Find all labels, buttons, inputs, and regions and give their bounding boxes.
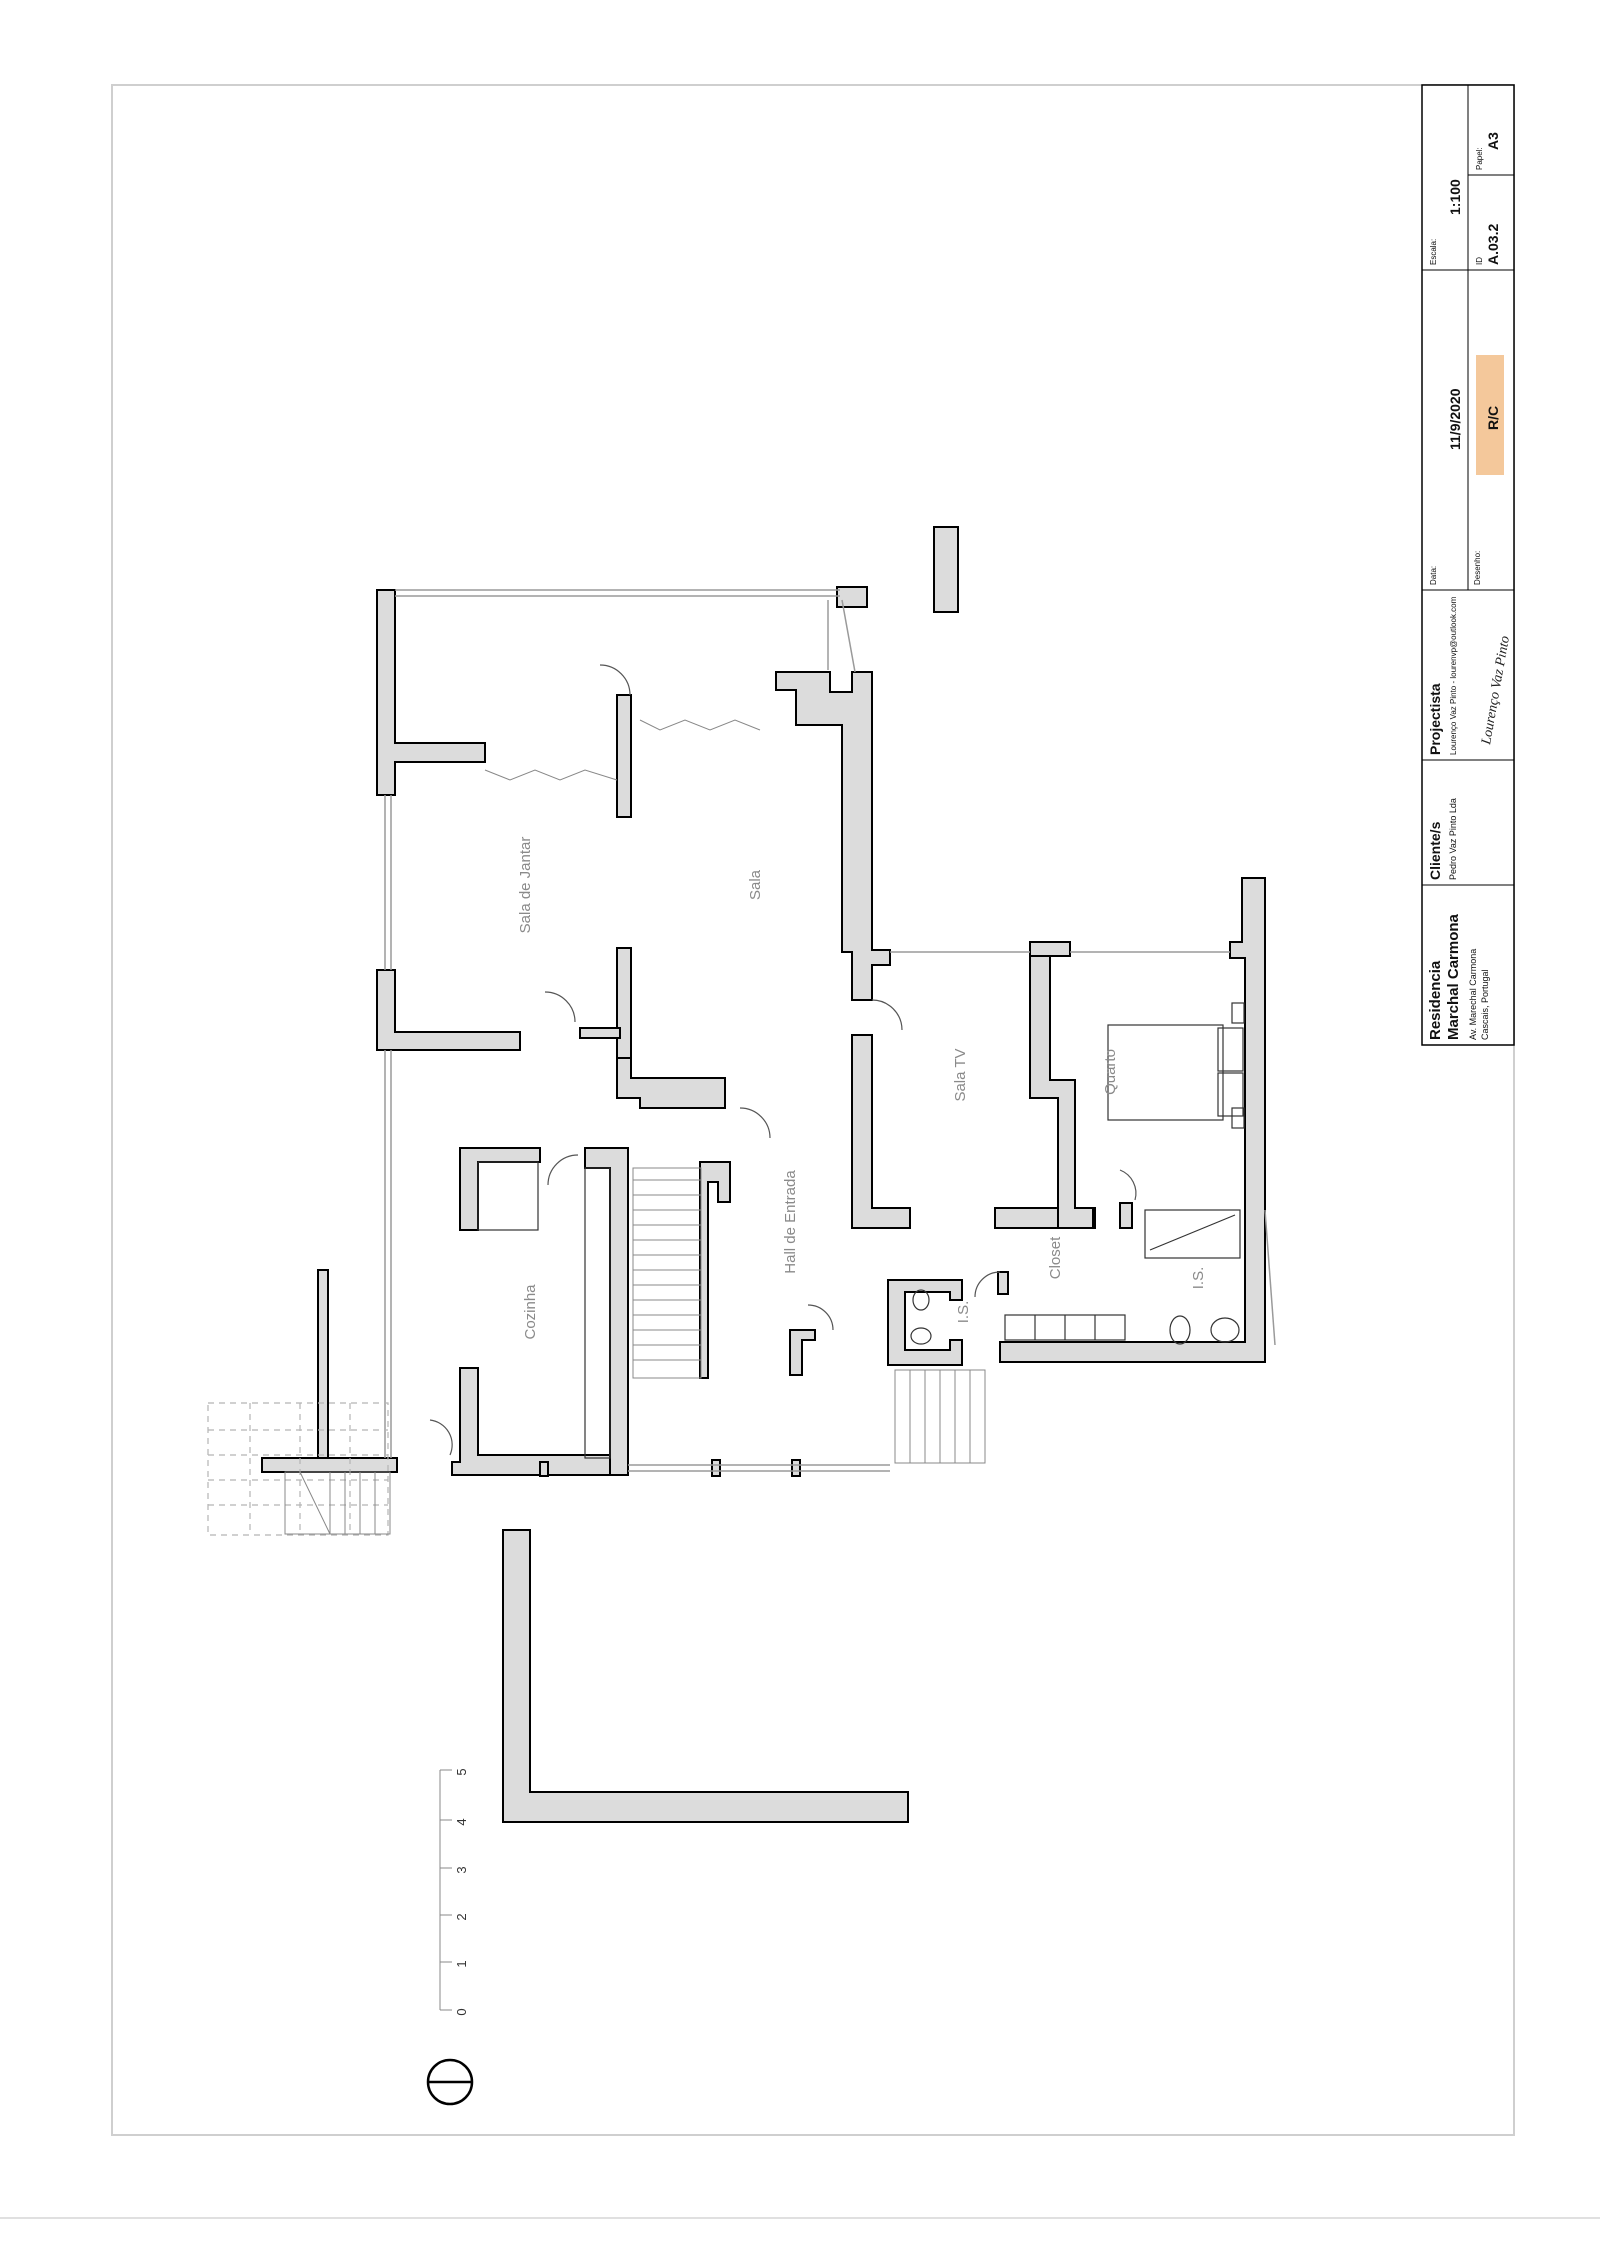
- doors: [429, 664, 1137, 1456]
- room-label-is-2: I.S.: [1190, 1267, 1207, 1290]
- wall-bath-top: [1119, 1202, 1133, 1229]
- wall-sala-right: [775, 671, 891, 1001]
- wall-hall-stairs: [699, 1161, 731, 1379]
- project-label: Residencia: [1427, 960, 1444, 1040]
- wall-partition-mid: [616, 947, 632, 1059]
- walls: [261, 526, 1266, 1823]
- toilet: [1169, 1315, 1191, 1345]
- wall-retaining-l: [502, 1529, 909, 1823]
- id-label: ID: [1475, 257, 1484, 265]
- wc-toilet: [912, 1289, 930, 1311]
- wall-hall-stub: [789, 1329, 816, 1376]
- wall-kitchen-pillar: [539, 1461, 549, 1477]
- wall-quarto-top: [1029, 941, 1071, 957]
- designer-value: Lourenço Vaz Pinto - lourenvp@outlook.co…: [1449, 596, 1458, 755]
- wall-kitchen-right: [584, 1147, 629, 1476]
- kitchen-counter-side: [584, 1167, 611, 1459]
- scale-tick-0: 0: [454, 2008, 469, 2015]
- room-label-cozinha: Cozinha: [522, 1284, 539, 1340]
- north-arrow-icon: [426, 2058, 474, 2106]
- scale-label: Escala:: [1429, 239, 1438, 265]
- date-value: 11/9/2020: [1447, 388, 1463, 450]
- wall-closet-stub: [997, 1271, 1009, 1295]
- wall-stub-small: [579, 1027, 621, 1039]
- wall-dining-bottom: [376, 969, 521, 1051]
- paper-label: Papel:: [1475, 147, 1484, 170]
- wall-quarto-right: [999, 877, 1266, 1363]
- wall-partition-top: [616, 694, 632, 818]
- column-top: [836, 586, 868, 608]
- wall-salatv-left: [851, 1034, 911, 1229]
- scale-tick-5: 5: [454, 1768, 469, 1775]
- scale-value: 1:100: [1447, 179, 1463, 215]
- title-block: Residencia Marchal Carmona Av. Marechal …: [1421, 84, 1515, 1046]
- clients-value: Pedro Vaz Pinto Lda: [1448, 798, 1458, 880]
- wall-exterior-left: [317, 1269, 329, 1471]
- folding-doors: [484, 719, 761, 781]
- scale-tick-2: 2: [454, 1913, 469, 1920]
- wall-partition-hall: [616, 1057, 726, 1109]
- drawing-highlight: [1476, 355, 1504, 475]
- room-label-quarto: Quarto: [1102, 1049, 1119, 1095]
- wc-sink: [910, 1327, 932, 1345]
- designer-label: Projectista: [1427, 683, 1443, 755]
- drawing-value: R/C: [1485, 406, 1501, 430]
- drawing-frame: [111, 84, 1515, 2136]
- room-label-hall: Hall de Entrada: [782, 1170, 799, 1274]
- window-lines: [384, 589, 1276, 1472]
- stairs: [284, 1167, 986, 1535]
- bathtub: [1144, 1209, 1241, 1259]
- room-label-sala-jantar: Sala de Jantar: [517, 837, 534, 934]
- room-label-closet: Closet: [1047, 1236, 1064, 1279]
- scale-bar: 0 1 2 3 4 5: [439, 1768, 469, 2016]
- date-label: Data:: [1429, 566, 1438, 585]
- address-line-1: Av. Marechal Carmona: [1468, 949, 1478, 1040]
- wall-kitchen-bottom: [451, 1367, 611, 1476]
- bed: [1107, 1024, 1224, 1121]
- terrace-dashed: [207, 1402, 389, 1536]
- wall-exterior-left-base: [261, 1457, 398, 1473]
- scale-tick-1: 1: [454, 1960, 469, 1967]
- address-line-2: Cascais, Portugal: [1480, 969, 1490, 1040]
- room-label-sala: Sala: [747, 869, 764, 900]
- wall-quarto-left: [1029, 947, 1094, 1229]
- room-label-is-1: I.S.: [955, 1301, 972, 1324]
- paper-value: A3: [1485, 132, 1501, 150]
- wall-hall-pillar-2: [791, 1459, 801, 1477]
- clients-label: Cliente/s: [1427, 821, 1443, 880]
- scale-tick-4: 4: [454, 1818, 469, 1825]
- bathroom-sink: [1210, 1317, 1240, 1343]
- wall-detached-top: [933, 526, 959, 613]
- id-value: A.03.2: [1485, 224, 1501, 265]
- scale-tick-3: 3: [454, 1866, 469, 1873]
- project-name: Marchal Carmona: [1445, 913, 1462, 1040]
- drawing-label: Desenho:: [1473, 551, 1482, 585]
- fixtures: [477, 1002, 1245, 1459]
- wall-kitchen-top: [459, 1147, 541, 1231]
- wall-hall-pillar-1: [711, 1459, 721, 1477]
- wall-wc: [887, 1279, 963, 1366]
- room-label-sala-tv: Sala TV: [952, 1048, 969, 1101]
- kitchen-counter: [477, 1161, 539, 1231]
- wall-dining-top: [376, 589, 486, 796]
